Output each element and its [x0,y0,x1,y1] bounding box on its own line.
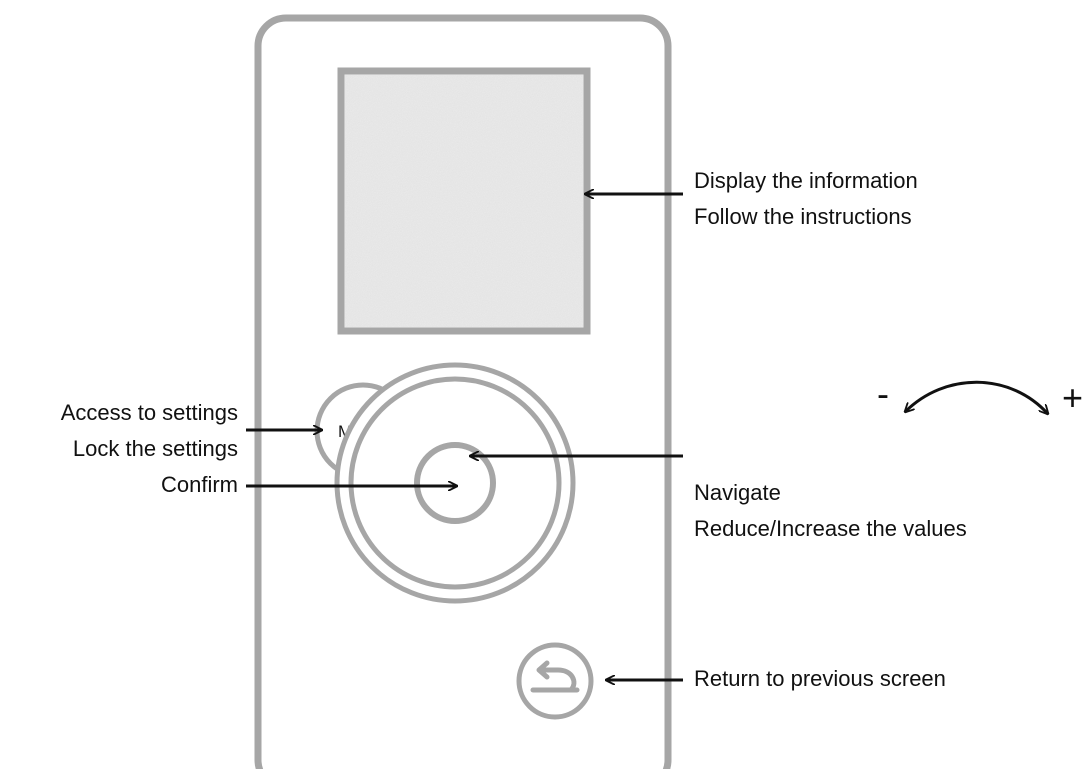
display-screen [337,67,591,335]
back-button[interactable] [516,642,594,720]
plus-sign: + [1062,377,1084,418]
wheel-annotation-line2: Reduce/Increase the values [694,516,967,541]
menu-annotation-line1: Access to settings [60,400,238,425]
return-arrow-icon [530,660,580,693]
confirm-annotation: Confirm [160,472,238,497]
reduce-increase-arrow [905,380,1048,414]
menu-annotation-line2: Lock the settings [72,436,238,461]
wheel-annotation-line1: Navigate [694,480,781,505]
screen-annotation-line1: Display the information [694,168,918,193]
screen-annotation-line2: Follow the instructions [694,204,912,229]
back-annotation: Return to previous screen [694,666,946,691]
minus-sign: - [877,373,889,414]
